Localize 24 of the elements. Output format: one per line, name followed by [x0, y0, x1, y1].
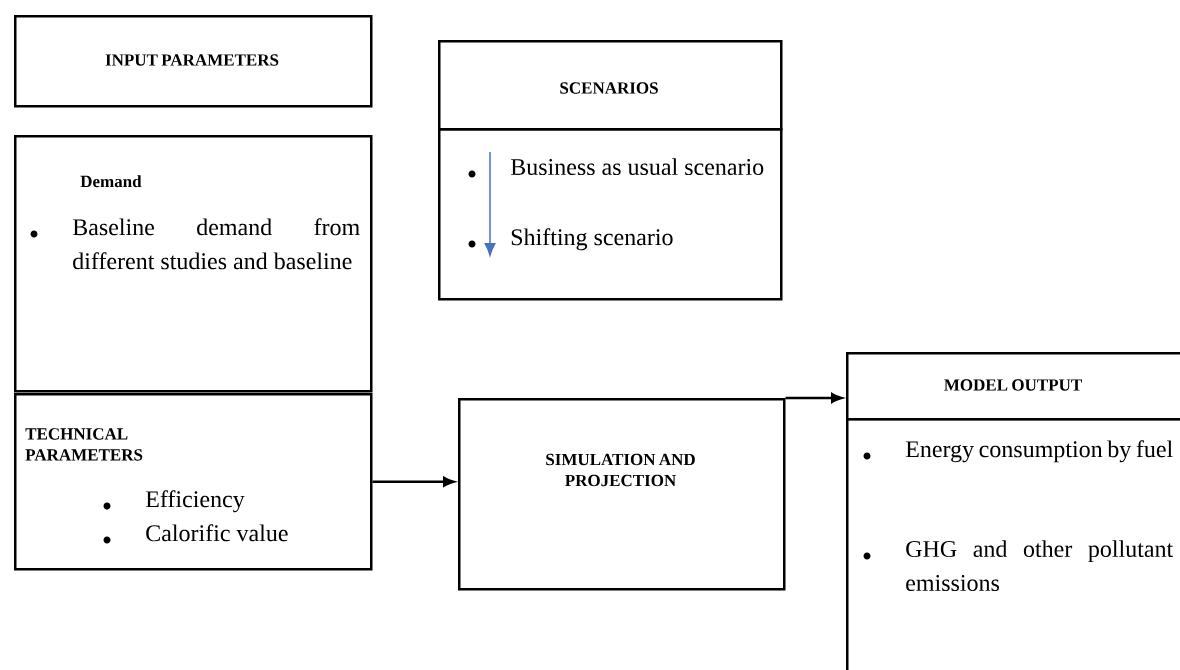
- header-box: [438, 40, 783, 131]
- list-item: Baseline demand from different studies and baseline: [72, 218, 360, 270]
- heading: INPUT PARAMETERS: [105, 54, 279, 66]
- process-box: [14, 393, 373, 571]
- list-item: Calorific value: [146, 524, 288, 542]
- list-item: Efficiency: [145, 490, 245, 513]
- heading: Demand: [80, 175, 142, 188]
- header-box: [14, 15, 373, 108]
- heading: SIMULATION AND PROJECTION: [546, 453, 695, 487]
- header-box: [458, 398, 786, 591]
- list-item: GHG and other pollutant emissions: [906, 540, 1174, 592]
- arrow: [372, 476, 455, 487]
- arrow: [785, 393, 843, 403]
- arrow: [484, 151, 496, 256]
- list-item: Shifting scenario: [511, 228, 673, 251]
- process-box: [438, 128, 783, 301]
- list-item: Business as usual scenario: [510, 158, 764, 176]
- heading: TECHNICAL PARAMETERS: [25, 428, 143, 461]
- list-item: Energy consumption by fuel: [905, 440, 1173, 463]
- heading: MODEL OUTPUT: [944, 379, 1082, 391]
- header-box: [846, 352, 1180, 421]
- heading: SCENARIOS: [560, 82, 658, 94]
- process-box: [14, 135, 373, 393]
- process-box: [846, 418, 1180, 670]
